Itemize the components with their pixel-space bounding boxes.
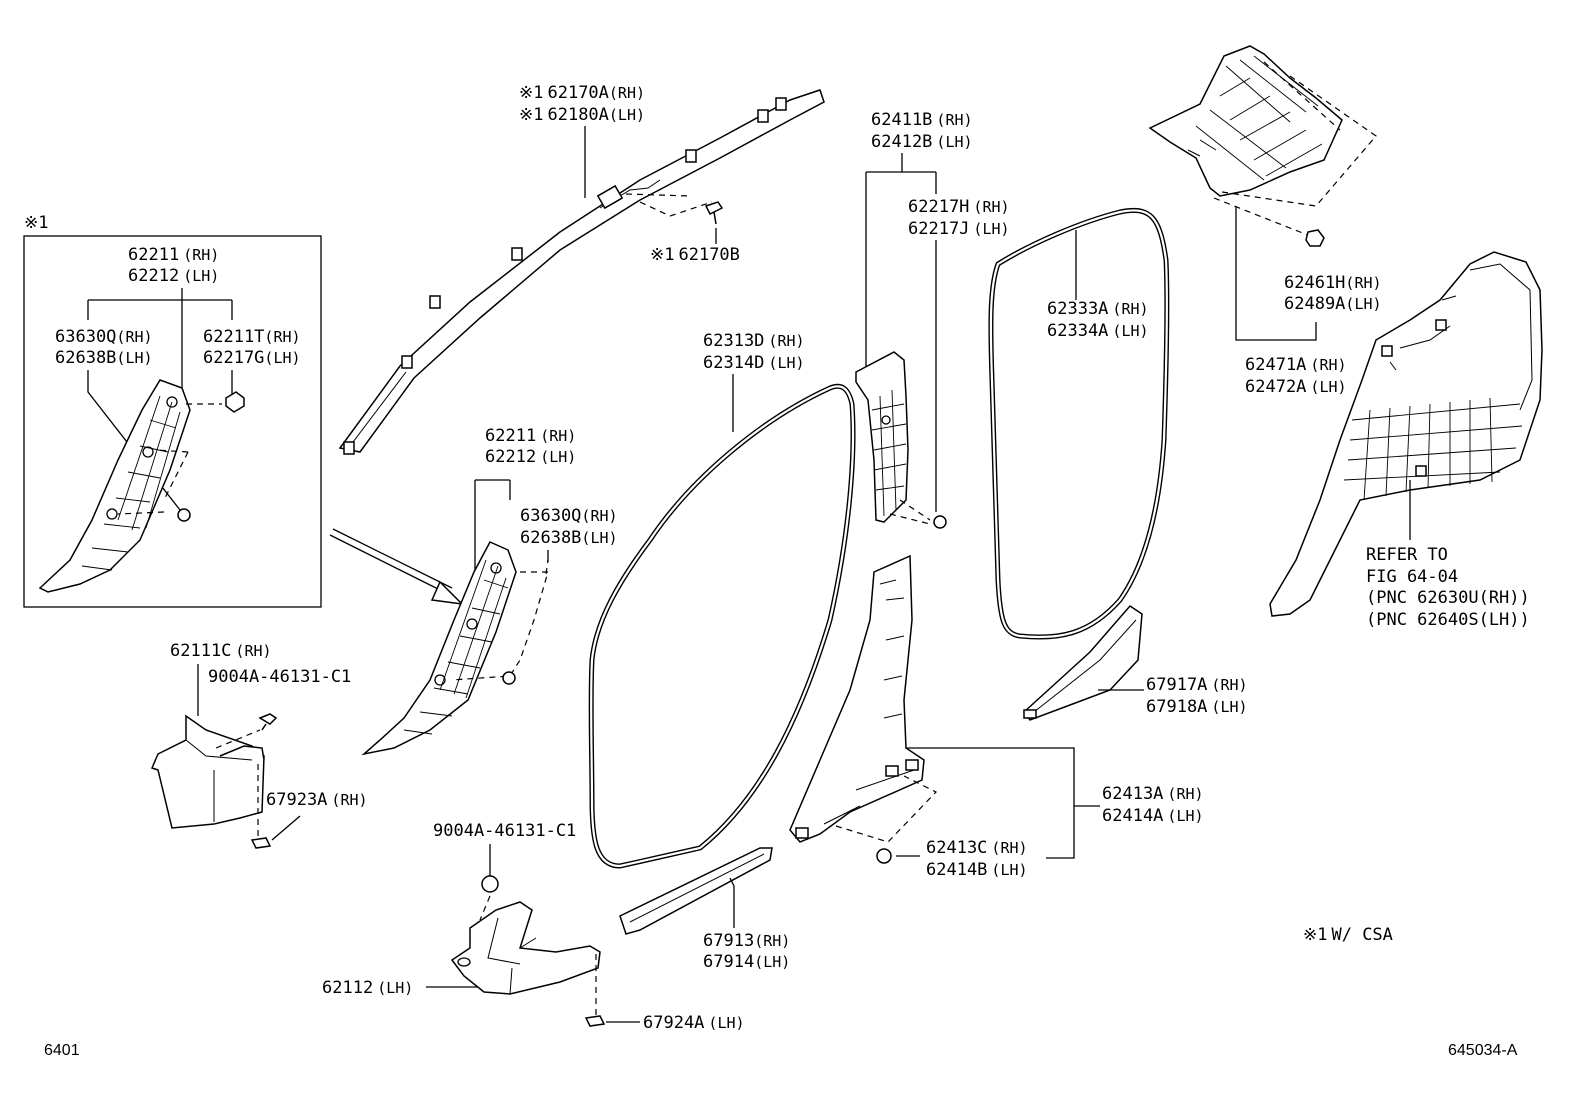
callout-62413a[interactable]: 62413A(RH): [1102, 784, 1204, 804]
clip-62461h[interactable]: [1305, 229, 1325, 247]
inset-arrow: [329, 528, 465, 606]
roof-side-inner-garnish[interactable]: 62461H(RH) 62489A(LH) 62471A(RH) 62472A(…: [1148, 45, 1382, 397]
refer-line3: (PNC 62630U(RH)): [1366, 588, 1530, 608]
callout-67918a[interactable]: 67918A(LH): [1146, 697, 1248, 717]
callout-62211t[interactable]: 62211T(RH): [203, 327, 301, 347]
callout-62471a[interactable]: 62471A(RH): [1245, 355, 1347, 375]
clip-63630q[interactable]: [502, 671, 516, 685]
callout-62461h[interactable]: 62461H(RH): [1284, 273, 1382, 293]
callout-62638b-inset[interactable]: 62638B(LH): [55, 348, 153, 368]
rear-door-weatherstrip[interactable]: 62333A(RH) 62334A(LH): [988, 207, 1170, 640]
callout-9004a-2[interactable]: 9004A-46131-C1: [433, 821, 576, 841]
callout-67923a[interactable]: 67923A(RH): [266, 790, 368, 810]
callout-62412b[interactable]: 62412B(LH): [871, 132, 973, 152]
callout-62211-inset[interactable]: 62211(RH): [128, 245, 219, 265]
callout-62413c[interactable]: 62413C(RH): [926, 838, 1028, 858]
callout-62217j[interactable]: 62217J(LH): [908, 219, 1010, 239]
figure-id: 645034-A: [1448, 1042, 1518, 1059]
clip-9004a-1[interactable]: [258, 713, 278, 731]
callout-62638b[interactable]: 62638B(LH): [520, 528, 618, 548]
callout-62334a[interactable]: 62334A(LH): [1047, 321, 1149, 341]
clip-67923a[interactable]: [250, 837, 272, 849]
page-ref: 6401: [44, 1042, 80, 1059]
quarter-trim-panel[interactable]: REFER TO FIG 64-04 (PNC 62630U(RH)) (PNC…: [1269, 251, 1543, 630]
refer-line2: FIG 64-04: [1366, 567, 1458, 587]
callout-62313d[interactable]: 62313D(RH): [703, 331, 805, 351]
a-pillar-garnish[interactable]: 62211(RH) 62212(LH) 63630Q(RH) 62638B(LH…: [361, 426, 618, 756]
center-pillar-lower-garnish[interactable]: 62413C(RH) 62414B(LH) 62413A(RH) 62414A(…: [789, 554, 1204, 880]
callout-62211[interactable]: 62211(RH): [485, 426, 576, 446]
refer-line1: REFER TO: [1366, 545, 1448, 565]
rear-scuff-plate[interactable]: 67917A(RH) 67918A(LH): [1022, 605, 1248, 721]
callout-62212[interactable]: 62212(LH): [485, 447, 576, 467]
callout-67924a[interactable]: 67924A(LH): [643, 1013, 745, 1033]
center-pillar-upper-garnish[interactable]: 62411B(RH) 62412B(LH) 62217H(RH) 62217J(…: [855, 110, 1010, 529]
cowl-side-trim-rh[interactable]: 62111C(RH) 9004A-46131-C1 67923A(RH): [150, 641, 368, 849]
callout-62217h[interactable]: 62217H(RH): [908, 197, 1010, 217]
callout-62411b[interactable]: 62411B(RH): [871, 110, 973, 130]
inset-marker: ※1: [24, 213, 48, 233]
clip-62217h[interactable]: [933, 515, 947, 529]
inset-pillar-garnish[interactable]: [38, 379, 191, 593]
cowl-side-trim-lh[interactable]: 9004A-46131-C1 62112(LH) 67924A(LH): [322, 821, 745, 1033]
callout-62489a[interactable]: 62489A(LH): [1284, 294, 1382, 314]
inset-box: ※1 62211(RH) 62212(LH) 63630Q(RH) 62638B…: [23, 213, 322, 608]
callout-62414a[interactable]: 62414A(LH): [1102, 806, 1204, 826]
callout-62314d[interactable]: 62314D(LH): [703, 353, 805, 373]
callout-62217g[interactable]: 62217G(LH): [203, 348, 301, 368]
callout-62414b[interactable]: 62414B(LH): [926, 860, 1028, 880]
inset-clip-62211t[interactable]: [225, 391, 245, 413]
bolt-62170b[interactable]: [704, 201, 724, 225]
front-door-weatherstrip[interactable]: 62313D(RH) 62314D(LH): [588, 331, 856, 869]
callout-62212-inset[interactable]: 62212(LH): [128, 266, 219, 286]
clip-9004a-2[interactable]: [481, 875, 499, 893]
callout-67917a[interactable]: 67917A(RH): [1146, 675, 1248, 695]
clip-62413c[interactable]: [876, 848, 892, 864]
clip-67924a[interactable]: [584, 1015, 606, 1027]
callout-63630q[interactable]: 63630Q(RH): [520, 506, 618, 526]
callout-62111c[interactable]: 62111C(RH): [170, 641, 272, 661]
callout-62472a[interactable]: 62472A(LH): [1245, 377, 1347, 397]
refer-line4: (PNC 62640S(LH)): [1366, 610, 1530, 630]
callout-62333a[interactable]: 62333A(RH): [1047, 299, 1149, 319]
roof-side-rail-garnish[interactable]: [338, 89, 825, 455]
callout-62112[interactable]: 62112(LH): [322, 978, 413, 998]
front-scuff-plate[interactable]: 67913(RH) 67914(LH): [619, 847, 790, 972]
callout-63630q-inset[interactable]: 63630Q(RH): [55, 327, 153, 347]
inset-clip-63630q[interactable]: [177, 508, 191, 522]
callout-67913[interactable]: 67913(RH): [703, 931, 790, 951]
callout-9004a-1[interactable]: 9004A-46131-C1: [208, 667, 351, 687]
callout-67914[interactable]: 67914(LH): [703, 952, 790, 972]
